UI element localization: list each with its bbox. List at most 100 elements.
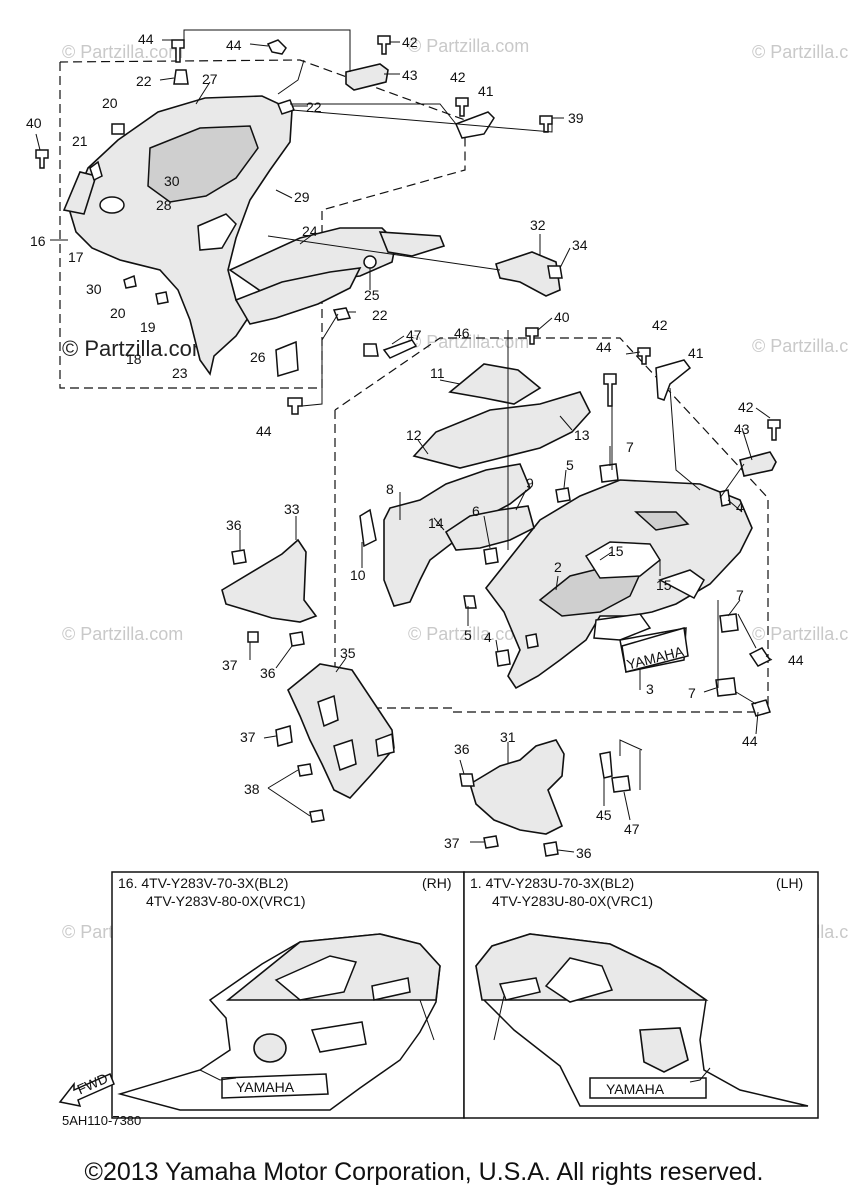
callout: 37: [444, 835, 460, 851]
inner-panels: [359, 347, 781, 717]
callout: 42: [738, 399, 754, 415]
callout: 6: [472, 503, 480, 519]
callout: 36: [454, 741, 470, 757]
watermark-5: © Partzilla.com: [752, 336, 848, 356]
watermark-6: © Partzilla.com: [62, 624, 183, 644]
watermark-2: © Partzilla.com: [408, 36, 529, 56]
watermark-8: © Partzilla.com: [752, 624, 848, 644]
callout: 36: [576, 845, 592, 861]
callout: 44: [226, 37, 242, 53]
callout: 29: [294, 189, 310, 205]
callout: 39: [568, 110, 584, 126]
copyright-footer: ©2013 Yamaha Motor Corporation, U.S.A. A…: [84, 1158, 764, 1186]
callout: 36: [260, 665, 276, 681]
callout: 28: [156, 197, 172, 213]
callout: 26: [250, 349, 266, 365]
callout: 27: [202, 71, 218, 87]
callout: 15: [608, 543, 624, 559]
callout: 41: [478, 83, 494, 99]
callout: 13: [574, 427, 590, 443]
yamaha-decal: [621, 627, 689, 673]
callout: 37: [240, 729, 256, 745]
callout: 7: [626, 439, 634, 455]
upper-hardware: [35, 35, 563, 415]
inset-lh-line2: 4TV-Y283U-80-0X(VRC1): [492, 893, 653, 909]
callout: 21: [72, 133, 88, 149]
callout: 46: [454, 325, 470, 341]
watermark-3: © Partzilla.com: [752, 42, 848, 62]
lower-inner-panels: [221, 538, 395, 823]
fwd-arrow-icon: [58, 1072, 115, 1107]
callout: 5: [566, 457, 574, 473]
callout: 36: [226, 517, 242, 533]
callout: 44: [788, 652, 804, 668]
inset-rh-line1: 16. 4TV-Y283V-70-3X(BL2): [118, 875, 288, 891]
callout: 22: [372, 307, 388, 323]
callout: 47: [406, 327, 422, 343]
inset-rh-logo: YAMAHA: [236, 1079, 295, 1095]
callout: 9: [526, 475, 534, 491]
callout: 38: [244, 781, 260, 797]
callout: 2: [554, 559, 562, 575]
inset-rh-side: (RH): [422, 875, 452, 891]
callout: 4: [484, 629, 492, 645]
callout: 22: [306, 99, 322, 115]
watermark-1: © Partzilla.com: [62, 42, 183, 62]
callout: 40: [554, 309, 570, 325]
watermark-7: © Partzilla.com: [408, 624, 529, 644]
callout: 42: [652, 317, 668, 333]
callout: 20: [110, 305, 126, 321]
callout: 15: [656, 577, 672, 593]
callout: 30: [86, 281, 102, 297]
callout: 34: [572, 237, 588, 253]
inset-rh-line2: 4TV-Y283V-80-0X(VRC1): [146, 893, 306, 909]
callout: 7: [688, 685, 696, 701]
drawing-code: 5AH110-7380: [62, 1113, 142, 1128]
watermark-4: © Partzilla.com: [408, 332, 529, 352]
callout: 14: [428, 515, 444, 531]
upper-side-cowling-rh: [62, 95, 446, 377]
callout: 44: [256, 423, 272, 439]
callout: 4: [736, 499, 744, 515]
callout: 20: [102, 95, 118, 111]
callout: 30: [164, 173, 180, 189]
callout: 3: [646, 681, 654, 697]
callout: 42: [402, 34, 418, 50]
variant-inset: [111, 871, 819, 1119]
inset-lh-side: (LH): [776, 875, 803, 891]
callout: 18: [126, 351, 142, 367]
callout: 32: [530, 217, 546, 233]
callout: 24: [302, 223, 318, 239]
callout: 33: [284, 501, 300, 517]
callout: 41: [688, 345, 704, 361]
callout: 8: [386, 481, 394, 497]
callout: 17: [68, 249, 84, 265]
callout: 10: [350, 567, 366, 583]
callout: 43: [734, 421, 750, 437]
leader-lines: [35, 29, 773, 853]
callout: 12: [406, 427, 422, 443]
callout: 44: [742, 733, 758, 749]
callout: 35: [340, 645, 356, 661]
inset-lh-logo: YAMAHA: [606, 1081, 665, 1097]
watermark-prominent: © Partzilla.com: [62, 336, 210, 361]
callout: 42: [450, 69, 466, 85]
inset-lh-line1: 1. 4TV-Y283U-70-3X(BL2): [470, 875, 634, 891]
callout: 19: [140, 319, 156, 335]
callout: 45: [596, 807, 612, 823]
callout: 11: [430, 365, 445, 381]
callout: 23: [172, 365, 188, 381]
callout: 37: [222, 657, 238, 673]
callout: 22: [136, 73, 152, 89]
callout: 44: [596, 339, 612, 355]
bracket-31: [459, 739, 631, 857]
callout: 47: [624, 821, 640, 837]
callout: 44: [138, 31, 154, 47]
callout: 16: [30, 233, 46, 249]
callout: 40: [26, 115, 42, 131]
callout: 7: [736, 587, 744, 603]
callout: 25: [364, 287, 380, 303]
callout: 5: [464, 627, 472, 643]
callout: 31: [500, 729, 516, 745]
